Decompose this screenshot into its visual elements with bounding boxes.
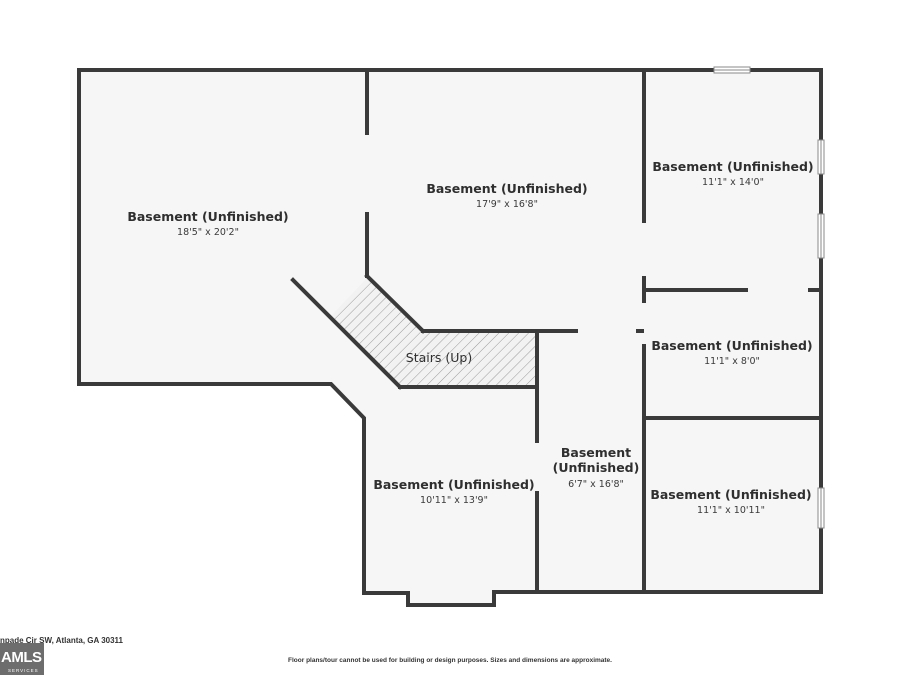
- room-5-name: Basement (Unfinished): [373, 477, 534, 492]
- room-7-dims: 11'1" x 10'11": [697, 505, 765, 516]
- disclaimer-text: Floor plans/tour cannot be used for buil…: [288, 657, 612, 664]
- room-6-name-line2: (Unfinished): [553, 460, 640, 475]
- property-address: npade Cir SW, Atlanta, GA 30311: [0, 636, 123, 645]
- room-4-name: Basement (Unfinished): [651, 338, 812, 353]
- room-labels: Basement (Unfinished) 18'5" x 20'2" Base…: [127, 159, 813, 516]
- wall-stair-upper-diag: [364, 273, 426, 334]
- logo-text: AMLS: [1, 649, 42, 666]
- logo-subtext: SERVICES: [8, 668, 39, 673]
- room-2-name: Basement (Unfinished): [426, 181, 587, 196]
- room-6-dims: 6'7" x 16'8": [568, 479, 624, 490]
- room-6-name-line1: Basement: [561, 445, 631, 460]
- room-1-dims: 18'5" x 20'2": [177, 227, 239, 238]
- wall-stair-left-diag: [290, 277, 403, 390]
- room-7-name: Basement (Unfinished): [650, 487, 811, 502]
- room-3-name: Basement (Unfinished): [652, 159, 813, 174]
- windows: [713, 66, 825, 529]
- room-3-dims: 11'1" x 14'0": [702, 177, 764, 188]
- room-5-dims: 10'11" x 13'9": [420, 495, 488, 506]
- stairs-label: Stairs (Up): [406, 350, 472, 365]
- walls: [77, 68, 823, 607]
- room-4-dims: 11'1" x 8'0": [704, 356, 760, 367]
- fmls-logo: AMLS SERVICES: [0, 643, 44, 675]
- room-2-dims: 17'9" x 16'8": [476, 199, 538, 210]
- room-1-name: Basement (Unfinished): [127, 209, 288, 224]
